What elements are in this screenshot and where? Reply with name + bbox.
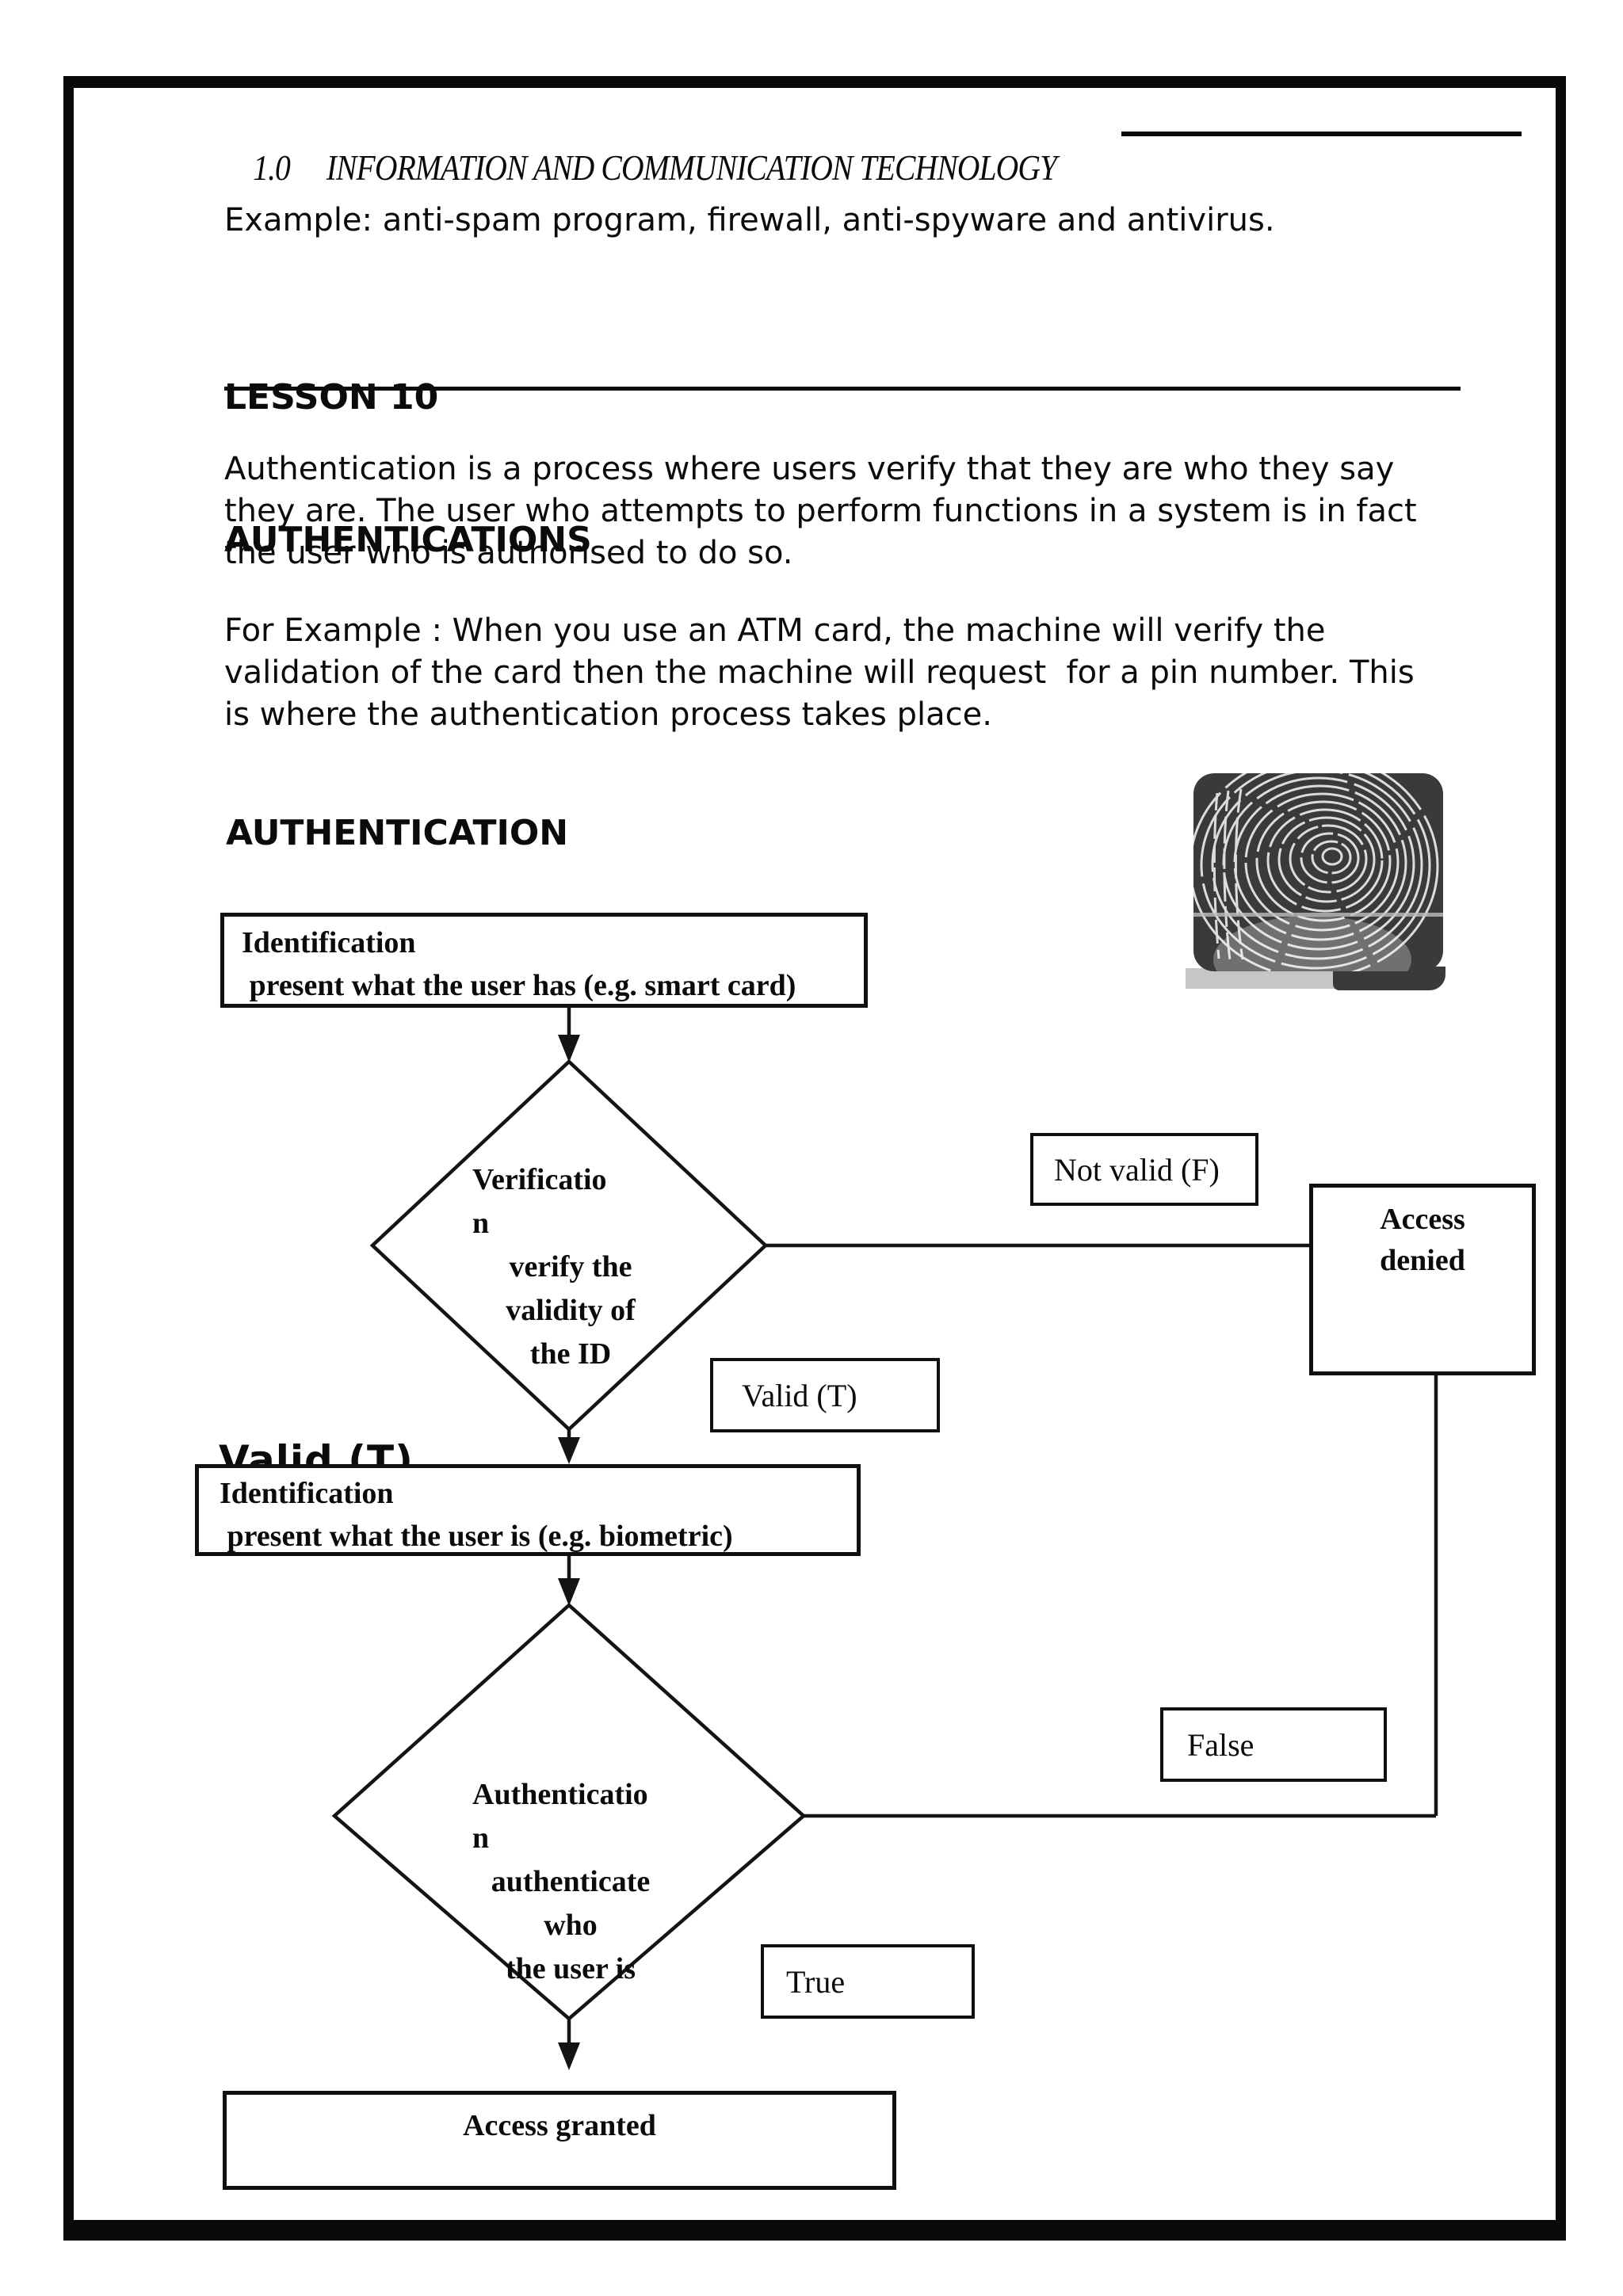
lesson-heading: LESSON 10 AUTHENTICATIONS xyxy=(224,279,592,659)
box-line: Identification xyxy=(220,1477,394,1510)
section-number: 1.0 xyxy=(253,148,291,188)
box-line: Access granted xyxy=(463,2109,656,2142)
fingerprint-image xyxy=(1186,770,1452,997)
diamond-text-line: validity of xyxy=(506,1294,636,1327)
box-line: Access xyxy=(1380,1203,1465,1236)
page-border-frame xyxy=(63,76,1566,2241)
label-box-false: False xyxy=(1160,1707,1387,1782)
header-rule xyxy=(1121,132,1522,136)
process-box-access-granted: Access granted xyxy=(223,2091,896,2190)
process-box-identification-1: Identification present what the user has… xyxy=(220,913,868,1008)
diamond-text-line: the user is xyxy=(506,1952,636,1985)
paragraph-example-atm: For Example : When you use an ATM card, … xyxy=(224,612,1415,733)
box-line: Identification xyxy=(242,926,416,959)
lesson-heading-rule xyxy=(224,387,1461,391)
example-text: Example: anti-spam program, firewall, an… xyxy=(224,202,1275,238)
valid-t-clipped-text: Valid (T) xyxy=(219,1440,414,1466)
label-text: Not valid (F) xyxy=(1054,1151,1220,1188)
diamond-text-line: Authenticatio xyxy=(472,1778,648,1811)
lesson-title-line: AUTHENTICATIONS xyxy=(224,520,592,560)
diamond-text-line: who xyxy=(544,1909,598,1942)
label-text: False xyxy=(1187,1726,1254,1763)
label-box-true: True xyxy=(761,1944,975,2019)
label-text: True xyxy=(786,1963,846,2000)
diamond-text-line: the ID xyxy=(529,1337,612,1371)
label-box-not-valid: Not valid (F) xyxy=(1030,1133,1258,1206)
process-box-access-denied: Access denied xyxy=(1309,1184,1536,1375)
label-text: Valid (T) xyxy=(742,1377,857,1413)
box-line: present what the user is (e.g. biometric… xyxy=(220,1520,733,1553)
box-line: denied xyxy=(1380,1244,1465,1277)
diamond-text-line: verify the xyxy=(509,1250,632,1283)
diamond-text-line: n xyxy=(472,1207,490,1240)
fingerprint-scanner-pad xyxy=(1193,773,1443,971)
paragraph-authentication: Authentication is a process where users … xyxy=(224,451,1417,571)
verification-diamond-text: Verificatio n verify the validity of the… xyxy=(444,1158,697,1376)
diamond-text-line: Verificatio xyxy=(472,1163,607,1196)
label-box-valid: Valid (T) xyxy=(710,1358,940,1432)
fingerprint-ridges xyxy=(1193,773,1443,971)
diamond-text-line: authenticate xyxy=(491,1865,651,1898)
authentication-diamond-text: Authenticatio n authenticate who the use… xyxy=(444,1773,697,1991)
box-line: present what the user has (e.g. smart ca… xyxy=(242,969,796,1002)
process-box-identification-2: Identification present what the user is … xyxy=(195,1464,861,1556)
section-heading-authentication: AUTHENTICATION xyxy=(226,813,569,853)
page-header: 1.0 INFORMATION AND COMMUNICATION TECHNOL… xyxy=(224,106,1057,230)
lesson-number-line: LESSON 10 xyxy=(224,377,439,418)
diamond-text-line: n xyxy=(472,1821,490,1855)
header-title: INFORMATION AND COMMUNICATION TECHNOLOGY xyxy=(326,148,1057,188)
